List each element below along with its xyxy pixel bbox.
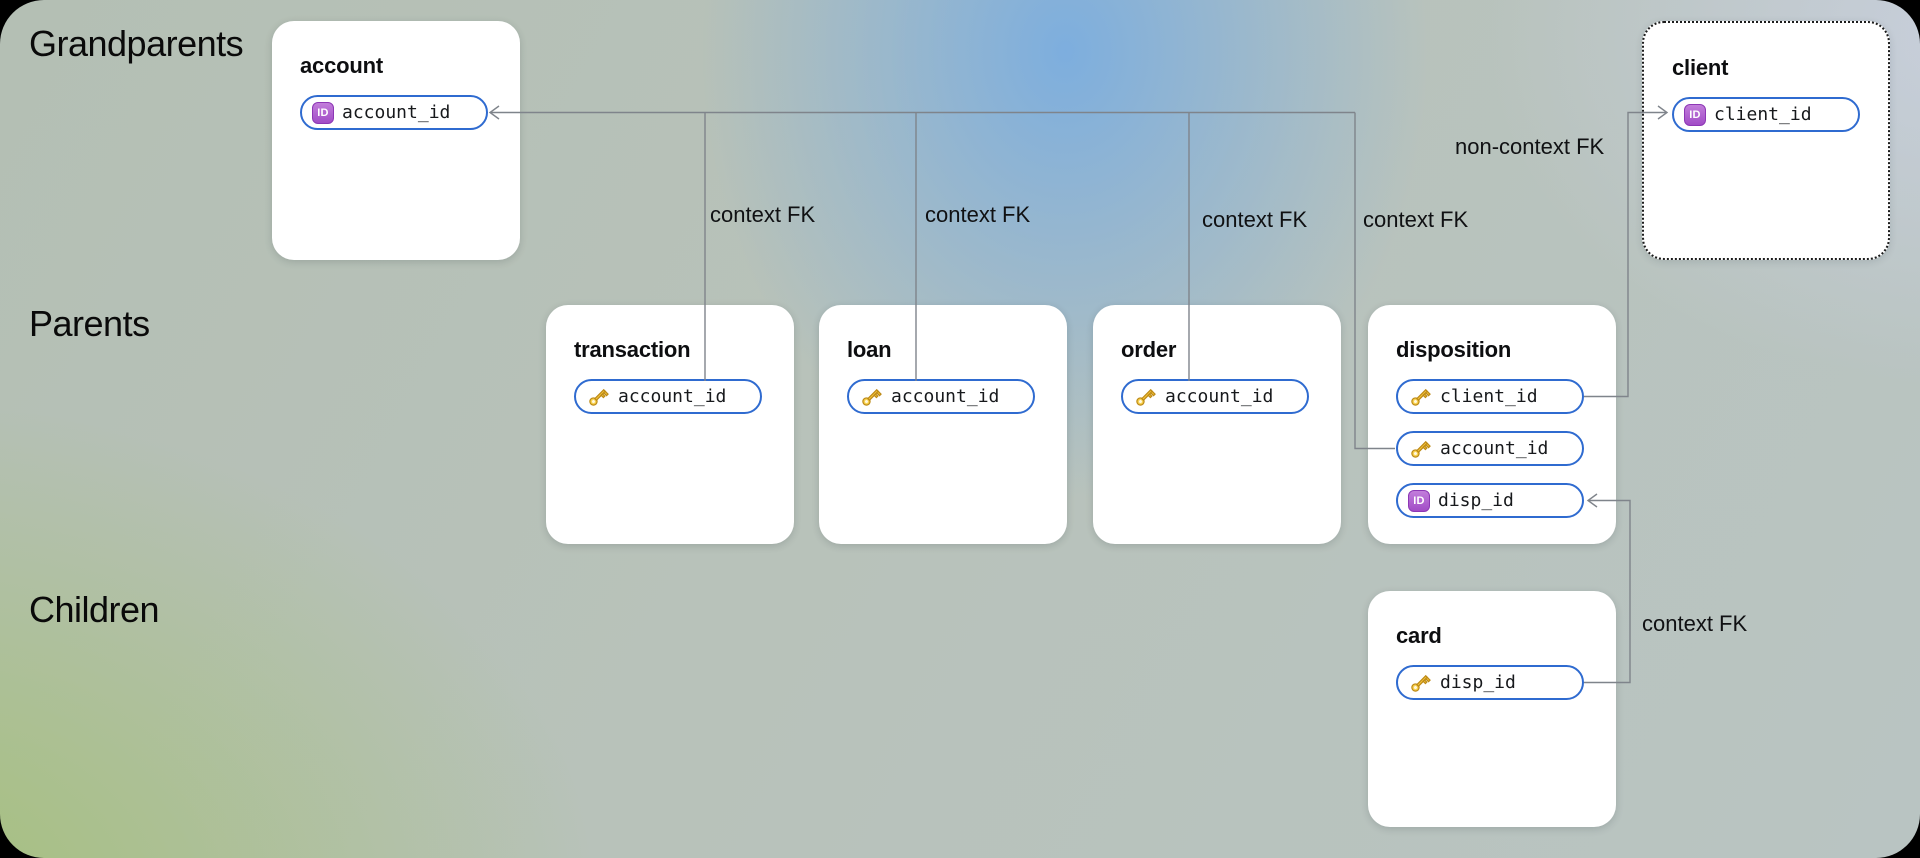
table-title-loan: loan bbox=[847, 337, 892, 362]
table-card-client[interactable]: client ID client_id bbox=[1642, 21, 1890, 260]
field-list: client_id account_id ID disp_id bbox=[1396, 379, 1588, 518]
table-title-disposition: disposition bbox=[1396, 337, 1512, 362]
edge-label-context-fk-card: context FK bbox=[1642, 611, 1748, 636]
field-list: disp_id bbox=[1396, 665, 1588, 700]
table-card-disposition[interactable]: disposition client_id account_id ID disp… bbox=[1368, 305, 1616, 544]
field-pill-transaction-account_id[interactable]: account_id bbox=[574, 379, 762, 414]
id-badge-icon: ID bbox=[312, 101, 334, 124]
field-pill-loan-account_id[interactable]: account_id bbox=[847, 379, 1035, 414]
field-list: ID account_id bbox=[300, 95, 492, 130]
field-pill-disposition-disp_id[interactable]: ID disp_id bbox=[1396, 483, 1584, 518]
key-icon bbox=[1411, 440, 1431, 458]
table-card-loan[interactable]: loan account_id bbox=[819, 305, 1067, 544]
field-name: account_id bbox=[618, 386, 727, 407]
edge-label-context-fk-transaction: context FK bbox=[710, 202, 816, 227]
table-card-card[interactable]: card disp_id bbox=[1368, 591, 1616, 827]
edge-label-context-fk-order: context FK bbox=[1202, 207, 1308, 232]
field-pill-disposition-client_id[interactable]: client_id bbox=[1396, 379, 1584, 414]
table-title-account: account bbox=[300, 53, 383, 78]
field-pill-client-client_id[interactable]: ID client_id bbox=[1672, 97, 1860, 132]
field-name: client_id bbox=[1714, 104, 1812, 125]
field-name: account_id bbox=[342, 102, 451, 123]
field-pill-disposition-account_id[interactable]: account_id bbox=[1396, 431, 1584, 466]
key-icon bbox=[589, 388, 609, 406]
table-title-order: order bbox=[1121, 337, 1177, 362]
table-card-account[interactable]: account ID account_id bbox=[272, 21, 520, 260]
field-name: account_id bbox=[891, 386, 1000, 407]
id-badge-icon: ID bbox=[1408, 489, 1430, 512]
field-list: account_id bbox=[1121, 379, 1313, 414]
field-list: account_id bbox=[574, 379, 766, 414]
field-list: ID client_id bbox=[1672, 97, 1860, 132]
table-card-order[interactable]: order account_id bbox=[1093, 305, 1341, 544]
edge-label-non-context-fk-client: non-context FK bbox=[1455, 134, 1605, 159]
table-title-card: card bbox=[1396, 623, 1442, 648]
table-title-transaction: transaction bbox=[574, 337, 691, 362]
row-label-children: Children bbox=[29, 589, 160, 630]
field-name: disp_id bbox=[1440, 672, 1516, 693]
edge-label-context-fk-loan: context FK bbox=[925, 202, 1031, 227]
field-name: disp_id bbox=[1438, 490, 1514, 511]
row-label-parents: Parents bbox=[29, 303, 150, 344]
field-pill-card-disp_id[interactable]: disp_id bbox=[1396, 665, 1584, 700]
field-name: account_id bbox=[1440, 438, 1549, 459]
key-icon bbox=[1136, 388, 1156, 406]
field-pill-order-account_id[interactable]: account_id bbox=[1121, 379, 1309, 414]
field-name: account_id bbox=[1165, 386, 1274, 407]
field-list: account_id bbox=[847, 379, 1039, 414]
row-label-grandparents: Grandparents bbox=[29, 23, 244, 64]
field-pill-account-account_id[interactable]: ID account_id bbox=[300, 95, 488, 130]
key-icon bbox=[1411, 674, 1431, 692]
id-badge-icon: ID bbox=[1684, 103, 1706, 126]
edge-label-context-fk-disposition: context FK bbox=[1363, 207, 1469, 232]
key-icon bbox=[1411, 388, 1431, 406]
field-name: client_id bbox=[1440, 386, 1538, 407]
table-title-client: client bbox=[1672, 55, 1729, 80]
table-card-transaction[interactable]: transaction account_id bbox=[546, 305, 794, 544]
key-icon bbox=[862, 388, 882, 406]
